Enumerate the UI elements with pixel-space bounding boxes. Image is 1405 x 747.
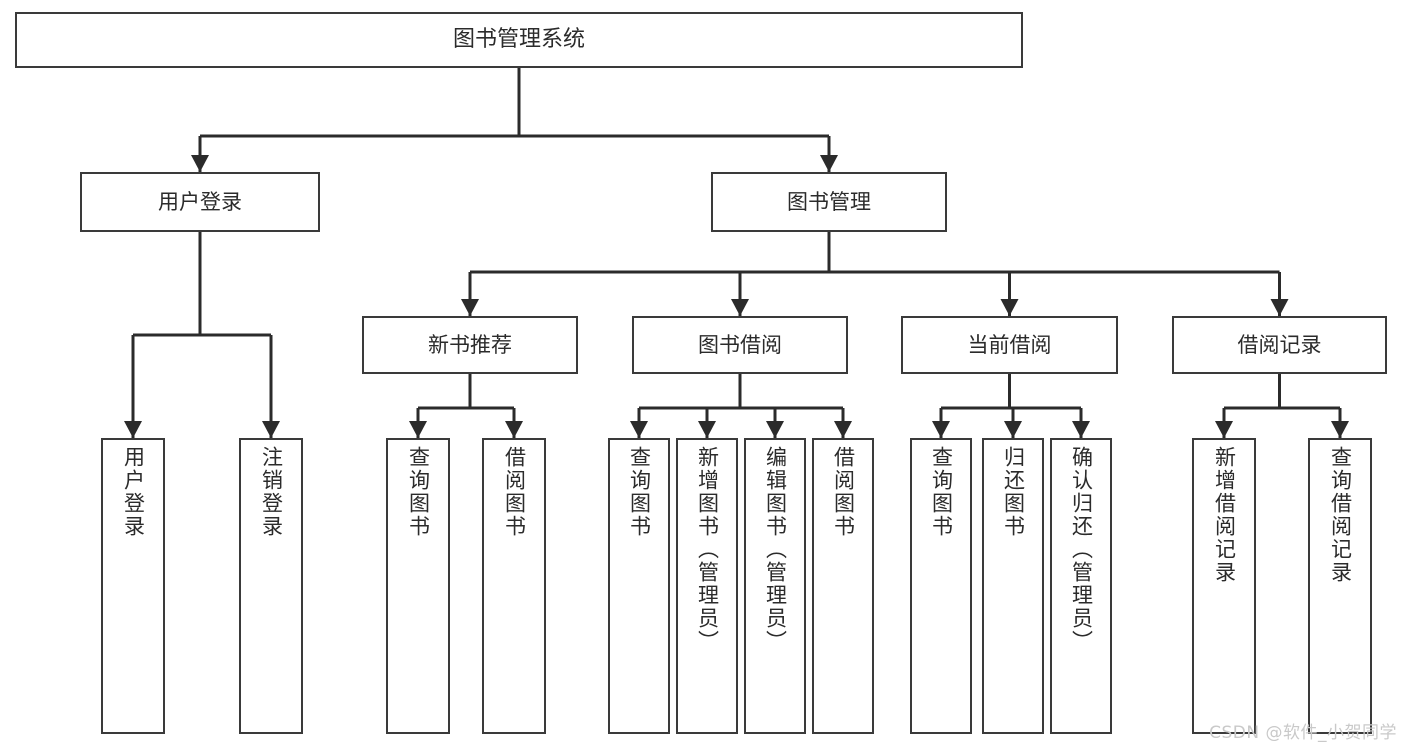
node-book-borrow[interactable]: 图书借阅 [632,316,848,374]
node-leaf-query-record-label: 查询借阅记录 [1328,446,1353,584]
node-leaf-user-login[interactable]: 用户登录 [101,438,165,734]
watermark: CSDN @软件_小贺同学 [1209,723,1397,743]
node-leaf-return-book-label: 归还图书 [1001,446,1026,538]
node-user-login[interactable]: 用户登录 [80,172,320,232]
node-leaf-add-record-label: 新增借阅记录 [1212,446,1237,584]
node-leaf-query-book-1-label: 查询图书 [406,446,431,538]
node-leaf-borrow-book-2[interactable]: 借阅图书 [812,438,874,734]
node-leaf-borrow-book-1[interactable]: 借阅图书 [482,438,546,734]
node-book-manage-label: 图书管理 [787,189,871,214]
node-leaf-borrow-book-1-label: 借阅图书 [502,446,527,538]
node-book-borrow-label: 图书借阅 [698,332,782,357]
node-leaf-logout-label: 注销登录 [259,446,284,538]
node-leaf-confirm-return-label: 确认归还（管理员） [1069,446,1094,653]
node-root-label: 图书管理系统 [452,27,585,53]
node-borrow-record-label: 借阅记录 [1237,332,1322,357]
node-leaf-confirm-return[interactable]: 确认归还（管理员） [1050,438,1112,734]
node-leaf-return-book[interactable]: 归还图书 [982,438,1044,734]
node-current-borrow[interactable]: 当前借阅 [901,316,1118,374]
node-user-login-label: 用户登录 [158,189,242,214]
node-leaf-query-book-2[interactable]: 查询图书 [608,438,670,734]
node-leaf-user-login-label: 用户登录 [121,446,146,538]
node-new-book-recommend-label: 新书推荐 [428,332,512,357]
node-leaf-add-book-label: 新增图书（管理员） [695,446,720,653]
node-leaf-query-book-3[interactable]: 查询图书 [910,438,972,734]
node-leaf-query-book-3-label: 查询图书 [929,446,954,538]
node-book-manage[interactable]: 图书管理 [711,172,947,232]
node-leaf-logout[interactable]: 注销登录 [239,438,303,734]
node-leaf-borrow-book-2-label: 借阅图书 [831,446,856,538]
node-leaf-add-book[interactable]: 新增图书（管理员） [676,438,738,734]
node-leaf-edit-book[interactable]: 编辑图书（管理员） [744,438,806,734]
node-leaf-add-record[interactable]: 新增借阅记录 [1192,438,1256,734]
node-new-book-recommend[interactable]: 新书推荐 [362,316,578,374]
node-borrow-record[interactable]: 借阅记录 [1172,316,1387,374]
node-current-borrow-label: 当前借阅 [967,332,1052,357]
node-leaf-query-book-1[interactable]: 查询图书 [386,438,450,734]
node-leaf-edit-book-label: 编辑图书（管理员） [763,446,788,653]
node-leaf-query-record[interactable]: 查询借阅记录 [1308,438,1372,734]
node-leaf-query-book-2-label: 查询图书 [627,446,652,538]
node-root[interactable]: 图书管理系统 [15,12,1023,68]
